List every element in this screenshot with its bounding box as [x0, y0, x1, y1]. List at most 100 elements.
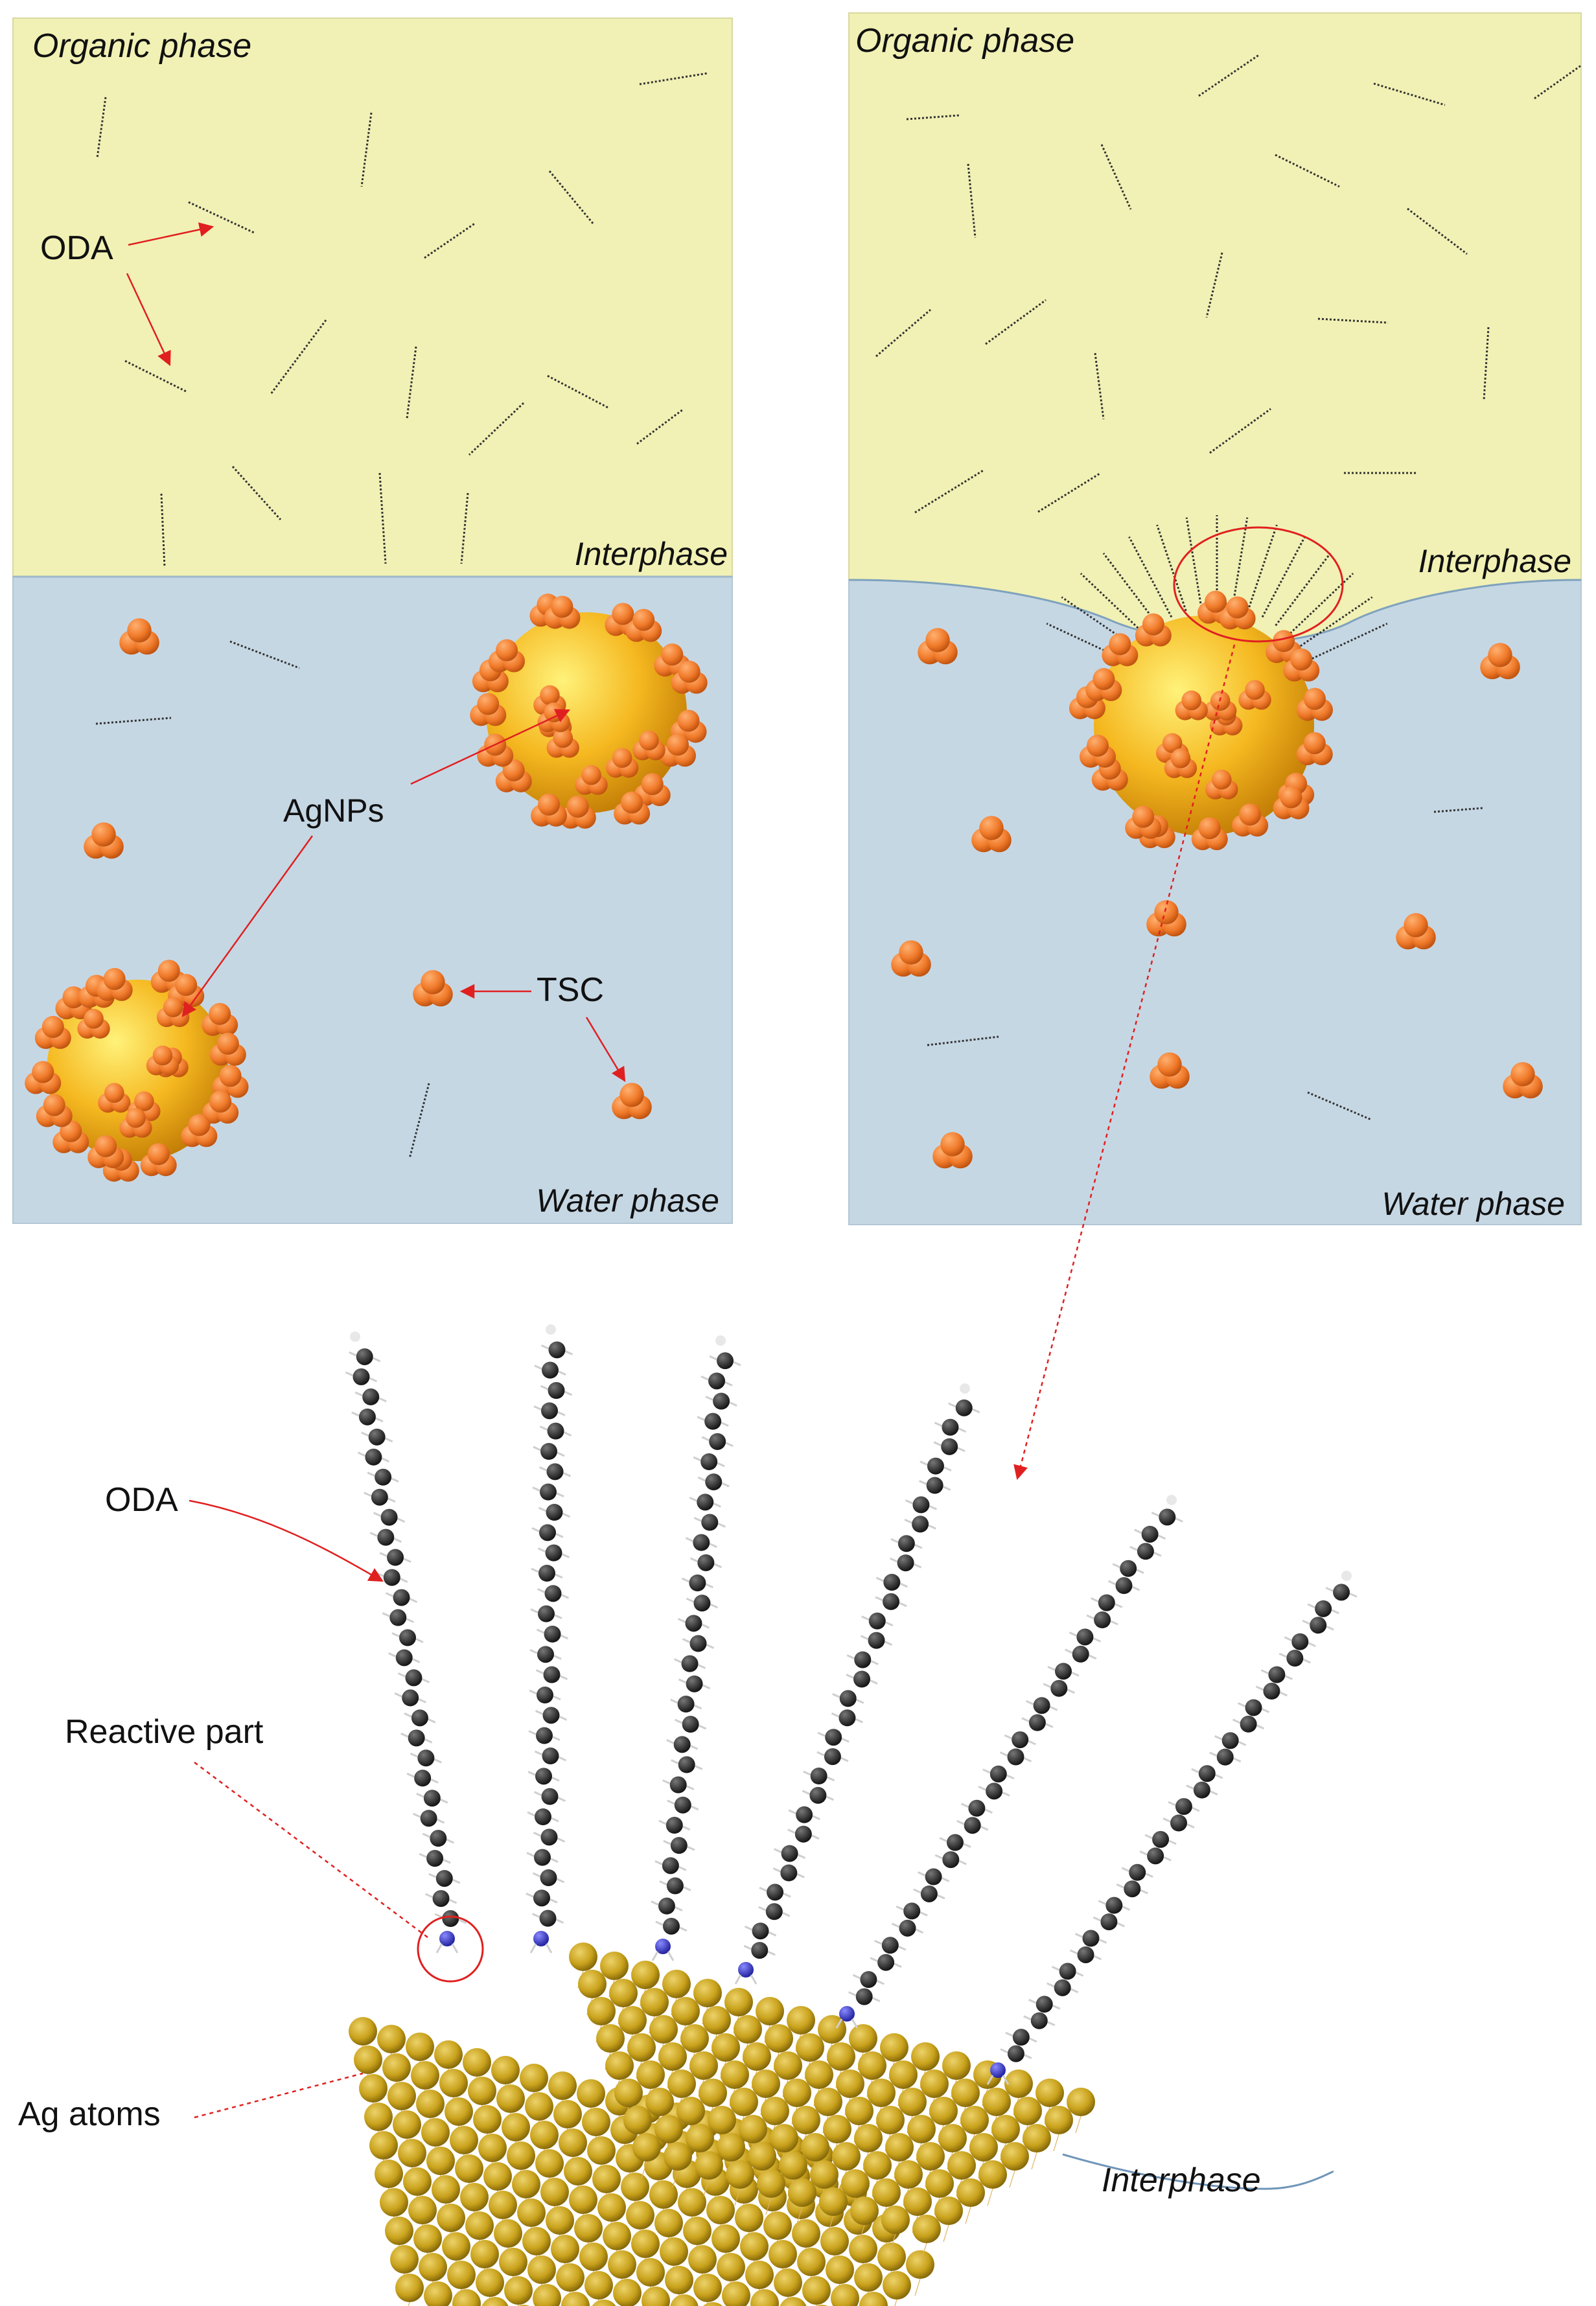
oda-label: ODA: [40, 229, 113, 267]
hydrogen-bond: [1002, 1792, 1010, 1797]
ag-atom: [442, 2232, 470, 2261]
ag-atom: [450, 2126, 478, 2154]
ag-atom: [481, 2297, 509, 2306]
oda-molecule: [1317, 317, 1389, 324]
ag-atom: [592, 2300, 616, 2306]
carbon-atom: [685, 1615, 702, 1632]
carbon-atom: [868, 1631, 885, 1649]
carbon-atom: [546, 1504, 563, 1521]
hydrogen-bond: [787, 1828, 796, 1834]
oda-molecule: [985, 299, 1047, 345]
carbon-atom: [881, 1937, 899, 1954]
hydrogen-bond: [1028, 1740, 1036, 1746]
ag-atom: [553, 2100, 582, 2128]
hydrogen-bond: [561, 1593, 570, 1599]
carbon-atom: [1159, 1508, 1176, 1526]
ag-bond: [987, 2188, 993, 2206]
tsc-sphere: [581, 765, 601, 785]
tsc-cluster: [413, 970, 453, 1007]
hydrogen-bond: [705, 1396, 713, 1401]
ag-atom: [540, 2178, 569, 2206]
tsc-sphere: [1226, 596, 1249, 619]
ag-atom: [596, 2024, 625, 2053]
carbon-atom: [713, 1392, 730, 1410]
carbon-atom: [697, 1554, 715, 1571]
ag-atom: [546, 2206, 574, 2235]
ag-atom: [774, 2051, 802, 2080]
carbon-atom: [794, 1825, 812, 1843]
carbon-atom: [1100, 1913, 1118, 1931]
silver-nanoparticle: [1069, 590, 1333, 851]
carbon-atom: [1310, 1617, 1327, 1634]
hydrogen-bond: [436, 1818, 445, 1824]
carbon-atom: [903, 1902, 921, 1920]
ag-atom: [792, 2219, 820, 2248]
hydrogen-bond: [682, 1638, 691, 1643]
tsc-sphere: [188, 1114, 211, 1136]
hydrogen-bond: [538, 1506, 547, 1512]
ag-atom: [636, 2060, 665, 2089]
carbon-atom: [681, 1655, 699, 1672]
carbon-atom: [920, 1885, 938, 1902]
oda-molecule: [875, 308, 931, 358]
tsc-cluster: [77, 1009, 110, 1039]
tsc-label: TSC: [537, 971, 604, 1009]
ag-atom: [496, 2084, 525, 2113]
tsc-sphere: [632, 608, 655, 631]
hydrogen-bond: [1255, 1685, 1264, 1691]
tsc-sphere: [1205, 590, 1227, 613]
ag-atom: [769, 2240, 797, 2268]
carbon-atom: [693, 1534, 710, 1551]
carbon-atom: [825, 1729, 842, 1746]
ag-atom: [717, 2133, 745, 2162]
adsorbed-oda-molecule: [1046, 623, 1129, 663]
oda-molecule: [1407, 207, 1468, 255]
ag-atom: [706, 2196, 735, 2224]
hydrogen-bond: [1071, 1671, 1080, 1677]
tsc-cluster: [659, 733, 696, 767]
ag-atom: [654, 2115, 683, 2143]
carbon-atom: [662, 1857, 679, 1874]
hydrogen-bond: [397, 1672, 406, 1678]
hydrogen-bond: [667, 1799, 675, 1805]
hydrogen-bond: [802, 1790, 811, 1795]
carbon-atom: [435, 1870, 453, 1887]
hydrogen-bond: [690, 1744, 699, 1750]
ag-atom: [1045, 2106, 1073, 2134]
carbon-atom: [781, 1845, 798, 1862]
tsc-cluster: [119, 1108, 152, 1138]
carbon-atom: [1245, 1699, 1262, 1716]
organic-phase-label: Organic phase: [32, 27, 251, 65]
hydrogen-bond: [560, 1634, 569, 1640]
hydrogen-bond: [1004, 1734, 1012, 1740]
hydrogen-bond: [428, 1718, 436, 1724]
ag-bond: [1053, 2134, 1059, 2152]
hydrogen-bond: [724, 1381, 733, 1387]
tsc-cluster: [625, 608, 662, 642]
carbon-atom: [1175, 1798, 1192, 1816]
hydrogen-bond: [669, 1698, 678, 1704]
carbon-atom: [883, 1593, 900, 1610]
carbon-atom: [537, 1646, 554, 1663]
ag-atom: [416, 2090, 445, 2118]
hydrogen-bond: [388, 1652, 397, 1657]
carbon-atom: [1147, 1847, 1164, 1865]
tsc-sphere: [1239, 803, 1262, 826]
carbon-atom: [535, 1768, 552, 1785]
ag-atom: [377, 2025, 406, 2053]
ag-atom: [765, 2024, 793, 2053]
ag-atom: [548, 2071, 577, 2100]
tsc-sphere: [641, 773, 664, 796]
carbon-atom: [411, 1709, 428, 1727]
hydrogen-bond: [958, 1427, 967, 1433]
ag-atom: [686, 2124, 714, 2152]
tsc-clusters: [891, 628, 1543, 1169]
tsc-sphere: [91, 822, 116, 847]
ag-atom: [735, 2204, 763, 2232]
ag-atom: [796, 2033, 824, 2062]
hydrogen-bond: [841, 1737, 850, 1743]
hydrogen-bond: [369, 1377, 378, 1383]
carbon-atom: [1012, 1731, 1029, 1749]
ag-atom: [734, 2015, 762, 2044]
